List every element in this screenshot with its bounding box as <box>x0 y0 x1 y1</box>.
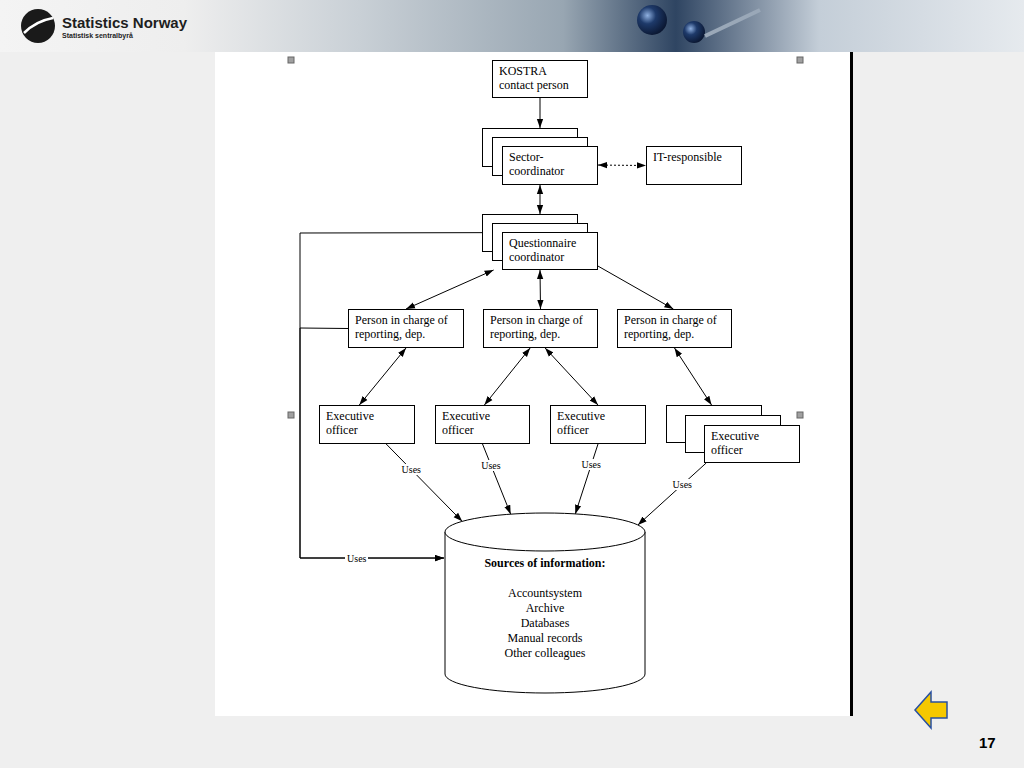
logo-circle <box>21 9 55 43</box>
box-text-area: Person in charge of reporting, dep. <box>348 309 464 348</box>
connector <box>575 444 598 514</box>
connector <box>386 444 462 521</box>
connector <box>545 348 598 405</box>
process-box: Person in charge of reporting, dep. <box>483 309 598 348</box>
box-border <box>503 147 598 185</box>
it-box: IT-responsible <box>646 146 742 185</box>
cylinder-heading: Sources of information: <box>450 556 640 571</box>
box-border <box>647 147 742 185</box>
box-text-area: Person in charge of reporting, dep. <box>617 309 732 348</box>
box-border <box>436 406 530 444</box>
edge-label: Uses <box>479 460 502 471</box>
box-label: Executive officer <box>711 429 793 457</box>
box-label: KOSTRA contact person <box>499 64 581 92</box>
box-label: Person in charge of reporting, dep. <box>624 313 725 341</box>
source-item: Databases <box>450 616 640 631</box>
box-border <box>320 406 415 444</box>
coordinator-stack: Questionnaire coordinator <box>482 214 598 270</box>
header-rod <box>705 10 760 36</box>
officer-box: Executive officer <box>319 405 415 444</box>
edge-label: Uses <box>400 464 423 475</box>
page-edge-line <box>850 52 853 716</box>
box-label: Sector- coordinator <box>509 150 591 178</box>
connector <box>300 233 482 558</box>
cylinder-top <box>445 513 645 551</box>
box-border <box>705 426 800 463</box>
box-border <box>503 233 598 270</box>
box-border <box>493 61 588 98</box>
edge-label: Uses <box>345 553 368 564</box>
connector <box>598 165 646 166</box>
connector <box>598 266 673 309</box>
box-text-area: Executive officer <box>435 405 530 444</box>
header-sphere <box>637 5 667 35</box>
box-text-area: Executive officer <box>704 425 800 463</box>
box-label: Person in charge of reporting, dep. <box>355 313 457 341</box>
source-item: Accountsystem <box>450 586 640 601</box>
box-text-area: KOSTRA contact person <box>492 60 588 98</box>
source-item: Archive <box>450 601 640 616</box>
box-border <box>551 406 646 444</box>
logo-swoosh <box>24 18 53 33</box>
officer-box: Executive officer <box>435 405 530 444</box>
officer-stack: Executive officer <box>666 405 800 463</box>
box-label: Executive officer <box>557 409 639 437</box>
box-label: IT-responsible <box>653 150 735 164</box>
selection-handle <box>797 57 803 63</box>
box-label: Questionnaire coordinator <box>509 236 591 264</box>
header-sphere <box>683 21 705 43</box>
header-band <box>0 0 1024 52</box>
connector <box>540 98 541 128</box>
contact-box: KOSTRA contact person <box>492 60 588 98</box>
logo-subtext: Statistisk sentralbyrå <box>62 32 133 40</box>
box-text-area: IT-responsible <box>646 146 742 185</box>
database-cylinder: Sources of information: AccountsystemArch… <box>444 512 646 694</box>
box-label: Executive officer <box>442 409 523 437</box>
box-text-area: Sources of information: AccountsystemArch… <box>444 512 646 694</box>
connector <box>359 348 406 405</box>
box-border <box>618 310 732 348</box>
source-item: Manual records <box>450 631 640 646</box>
box-label: Person in charge of reporting, dep. <box>490 313 591 341</box>
box-text-area: Sector- coordinator <box>502 146 598 185</box>
box-text-area: Executive officer <box>550 405 646 444</box>
connector <box>675 348 712 405</box>
connector <box>484 348 530 405</box>
box-border <box>349 310 464 348</box>
box-border <box>484 310 598 348</box>
back-arrow-icon <box>915 692 947 728</box>
page-number: 17 <box>979 734 996 751</box>
logo-text: Statistics Norway <box>62 14 187 31</box>
selection-handle <box>797 412 803 418</box>
edge-label: Uses <box>579 459 602 470</box>
selection-handle <box>288 57 294 63</box>
cylinder-body <box>445 532 645 693</box>
process-box: Person in charge of reporting, dep. <box>617 309 732 348</box>
process-box: Person in charge of reporting, dep. <box>348 309 464 348</box>
page-area <box>215 52 850 716</box>
source-item: Other colleagues <box>450 646 640 661</box>
box-text-area: Executive officer <box>319 405 415 444</box>
officer-box: Executive officer <box>550 405 646 444</box>
connector <box>300 328 444 558</box>
coordinator-stack: Sector- coordinator <box>482 128 598 185</box>
box-text-area: Questionnaire coordinator <box>502 232 598 270</box>
edge-label: Uses <box>671 479 694 490</box>
box-label: Executive officer <box>326 409 408 437</box>
connector <box>638 463 706 525</box>
connector <box>483 444 511 514</box>
connector <box>540 185 541 214</box>
connector <box>406 270 494 309</box>
selection-handle <box>288 412 294 418</box>
connector <box>540 270 542 309</box>
box-text-area: Person in charge of reporting, dep. <box>483 309 598 348</box>
